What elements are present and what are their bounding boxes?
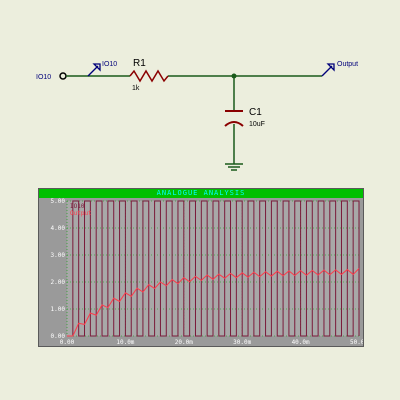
x-tick-label: 0.00 (60, 339, 75, 346)
input-terminal-label: IO10 (36, 74, 51, 81)
input-probe-icon[interactable] (87, 63, 101, 77)
analogue-analysis-graph[interactable]: ANALOGUE ANALYSIS 0.00 1.00 2.00 3.00 4.00 5.… (38, 188, 364, 347)
series-io10 (67, 200, 360, 337)
output-probe-label: Output (337, 61, 358, 68)
resistor-value: 1k (132, 85, 140, 92)
legend-output: Output (70, 210, 92, 217)
graph-title-bar: ANALOGUE ANALYSIS (39, 189, 363, 198)
capacitor-c1-icon[interactable] (224, 110, 244, 127)
y-axis-ticks: 0.00 1.00 2.00 3.00 4.00 5.00 (51, 198, 66, 340)
resistor-name: R1 (133, 58, 146, 69)
y-tick-label: 4.00 (51, 225, 66, 232)
output-probe-icon[interactable] (321, 63, 335, 77)
input-probe-label: IO10 (102, 61, 117, 68)
x-tick-label: 30.0m (233, 339, 251, 346)
y-tick-label: 5.00 (51, 198, 66, 205)
junction-dot (231, 73, 237, 79)
x-tick-label: 40.0m (292, 339, 310, 346)
series-output (67, 268, 360, 337)
x-axis-ticks: 0.00 10.0m 20.0m 30.0m 40.0m 50.0m (60, 339, 363, 346)
y-tick-label: 0.00 (51, 333, 66, 340)
capacitor-name: C1 (249, 107, 262, 118)
io10-waveform (67, 200, 360, 337)
y-tick-label: 2.00 (51, 279, 66, 286)
schematic-canvas: IO10 IO10 R1 1k C1 10uF Output (36, 58, 358, 171)
ground-icon[interactable] (225, 163, 243, 171)
y-tick-label: 1.00 (51, 306, 66, 313)
y-tick-label: 3.00 (51, 252, 66, 259)
input-terminal[interactable] (59, 72, 67, 80)
graph-plot-area[interactable]: 0.00 1.00 2.00 3.00 4.00 5.00 0.00 10.0m 20.0m 3… (39, 198, 363, 346)
x-tick-label: 10.0m (116, 339, 134, 346)
x-tick-label: 20.0m (175, 339, 193, 346)
capacitor-value: 10uF (249, 121, 265, 128)
x-tick-label: 50.0m (350, 339, 363, 346)
resistor-r1-icon[interactable] (129, 69, 169, 83)
output-waveform (67, 268, 360, 337)
legend-io10: IO10 (70, 203, 85, 210)
